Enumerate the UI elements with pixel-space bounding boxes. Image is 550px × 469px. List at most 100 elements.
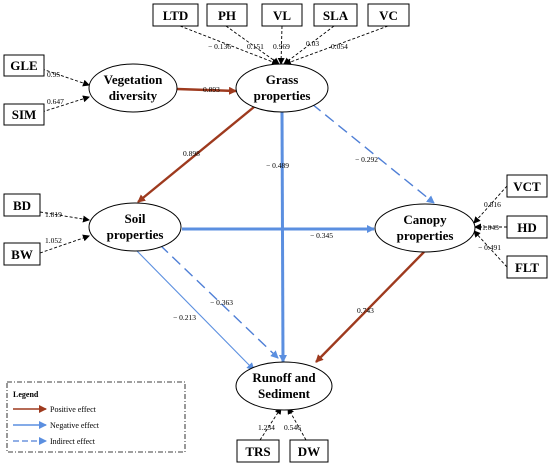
indicator-bw-label: BW xyxy=(11,247,33,262)
path-grass-canopy xyxy=(311,103,435,204)
node-soil-properties: Soil properties xyxy=(88,202,182,252)
indicator-vl: VL xyxy=(261,3,303,27)
loading-hd-value: 1.043 xyxy=(482,223,499,232)
loading-trs-value: 1.234 xyxy=(258,423,275,432)
path-soil-runoff-value: − 0.213 xyxy=(173,313,196,322)
node-canopy-properties: Canopy properties xyxy=(374,203,476,253)
loading-arrow-ph xyxy=(225,25,280,65)
structural-paths xyxy=(136,86,435,371)
path-canopy-runoff-value: 0.743 xyxy=(357,306,374,315)
loading-dw-value: 0.546 xyxy=(284,423,301,432)
path-veg-grass-value: 0.893 xyxy=(203,85,220,94)
path-grass-runoff-value: − 0.489 xyxy=(266,161,289,170)
loading-vct-value: 0.816 xyxy=(484,200,501,209)
legend-negative-label: Negative effect xyxy=(50,421,100,430)
loading-sim-value: 0.647 xyxy=(47,97,64,106)
indicator-sla-label: SLA xyxy=(323,8,349,23)
indicator-vc: VC xyxy=(367,3,410,27)
legend-positive-label: Positive effect xyxy=(50,405,97,414)
path-soil-runoff-indirect-value: − 0.363 xyxy=(210,298,233,307)
path-soil-runoff-indirect xyxy=(159,244,279,359)
node-runoff-line2: Sediment xyxy=(258,386,311,401)
loading-arrow-vc xyxy=(284,25,389,66)
legend-item-positive: Positive effect xyxy=(13,405,97,414)
loading-arrow-vl xyxy=(277,25,285,65)
legend-indirect-label: Indirect effect xyxy=(50,437,96,446)
legend-title: Legend xyxy=(13,390,39,399)
indicator-sla: SLA xyxy=(313,3,358,27)
loading-sla-value: 0.03 xyxy=(306,39,319,48)
loading-arrow-dw xyxy=(287,407,307,441)
node-vegetation-diversity: Vegetation diversity xyxy=(88,63,178,113)
node-soil-line2: properties xyxy=(107,227,164,242)
path-grass-runoff xyxy=(278,110,287,363)
node-runoff-line1: Runoff and xyxy=(252,370,316,385)
indicator-sim: SIM xyxy=(3,103,45,126)
indicator-dw-label: DW xyxy=(298,444,320,459)
loading-arrow-trs xyxy=(259,407,282,441)
indicator-boxes: LTD PH VL SLA VC GLE SIM BD xyxy=(3,3,548,463)
node-runoff-sediment: Runoff and Sediment xyxy=(235,361,333,411)
loading-arrow-bw xyxy=(39,234,90,254)
indicator-trs: TRS xyxy=(236,439,280,463)
node-grass-properties: Grass properties xyxy=(235,63,329,113)
loading-arrow-ltd xyxy=(179,25,279,66)
indicator-bw: BW xyxy=(3,242,41,266)
indicator-vct-label: VCT xyxy=(513,179,541,194)
path-soil-runoff xyxy=(136,250,255,371)
indicator-flt: FLT xyxy=(506,255,548,279)
loading-bd-value: 1.819 xyxy=(45,210,62,219)
loading-bw-value: 1.052 xyxy=(45,236,62,245)
loading-arrow-sla xyxy=(283,25,335,65)
loading-arrow-bd xyxy=(39,211,90,223)
indicator-ltd-label: LTD xyxy=(163,8,189,23)
loading-arrow-sim xyxy=(41,95,90,113)
indicator-hd: HD xyxy=(506,215,548,239)
indicator-gle-label: GLE xyxy=(10,58,37,73)
loading-ltd-value: − 0.136 xyxy=(208,42,231,51)
indicator-bd-label: BD xyxy=(13,198,31,213)
indicator-vct: VCT xyxy=(506,174,548,198)
loading-flt-value: − 0.491 xyxy=(478,243,501,252)
indicator-dw: DW xyxy=(289,439,329,463)
path-grass-soil xyxy=(137,106,255,203)
latent-constructs: Vegetation diversity Grass properties So… xyxy=(88,63,476,411)
legend: Legend Positive effect Negative effect I… xyxy=(6,381,186,453)
loading-gle-value: 0.95 xyxy=(47,70,60,79)
indicator-ph: PH xyxy=(206,3,248,27)
indicator-sim-label: SIM xyxy=(12,107,37,122)
indicator-ph-label: PH xyxy=(218,8,236,23)
loading-arrow-gle xyxy=(41,68,90,87)
loading-arrow-vct xyxy=(473,185,508,224)
loading-arrows xyxy=(39,25,508,441)
indicator-trs-label: TRS xyxy=(245,444,270,459)
path-grass-canopy-value: − 0.292 xyxy=(355,155,378,164)
indicator-ltd: LTD xyxy=(152,3,199,27)
node-canopy-line1: Canopy xyxy=(403,212,447,227)
loading-arrow-flt xyxy=(473,230,508,268)
node-canopy-line2: properties xyxy=(397,228,454,243)
path-canopy-runoff xyxy=(315,251,425,363)
node-grass-line2: properties xyxy=(254,88,311,103)
indicator-gle: GLE xyxy=(3,54,45,77)
loading-coefficients: − 0.136 0.151 0.969 0.03 0.054 0.95 0.64… xyxy=(45,39,501,432)
indicator-flt-label: FLT xyxy=(515,260,539,275)
indicator-vc-label: VC xyxy=(379,8,398,23)
legend-item-negative: Negative effect xyxy=(13,421,100,430)
node-soil-line1: Soil xyxy=(125,211,146,226)
loading-vl-value: 0.969 xyxy=(273,42,290,51)
indicator-hd-label: HD xyxy=(517,220,537,235)
legend-item-indirect: Indirect effect xyxy=(13,437,96,446)
loading-vc-value: 0.054 xyxy=(331,42,348,51)
node-vegetation-line1: Vegetation xyxy=(104,72,164,87)
indicator-vl-label: VL xyxy=(273,8,291,23)
path-soil-canopy-value: − 0.345 xyxy=(310,231,333,240)
path-grass-soil-value: 0.898 xyxy=(183,149,200,158)
node-grass-line1: Grass xyxy=(266,72,299,87)
indicator-bd: BD xyxy=(3,193,41,217)
node-vegetation-line2: diversity xyxy=(109,88,158,103)
path-veg-grass xyxy=(176,86,237,95)
loading-ph-value: 0.151 xyxy=(247,42,264,51)
path-coefficients: 0.893 0.898 − 0.489 − 0.292 − 0.345 − 0.… xyxy=(173,85,378,322)
